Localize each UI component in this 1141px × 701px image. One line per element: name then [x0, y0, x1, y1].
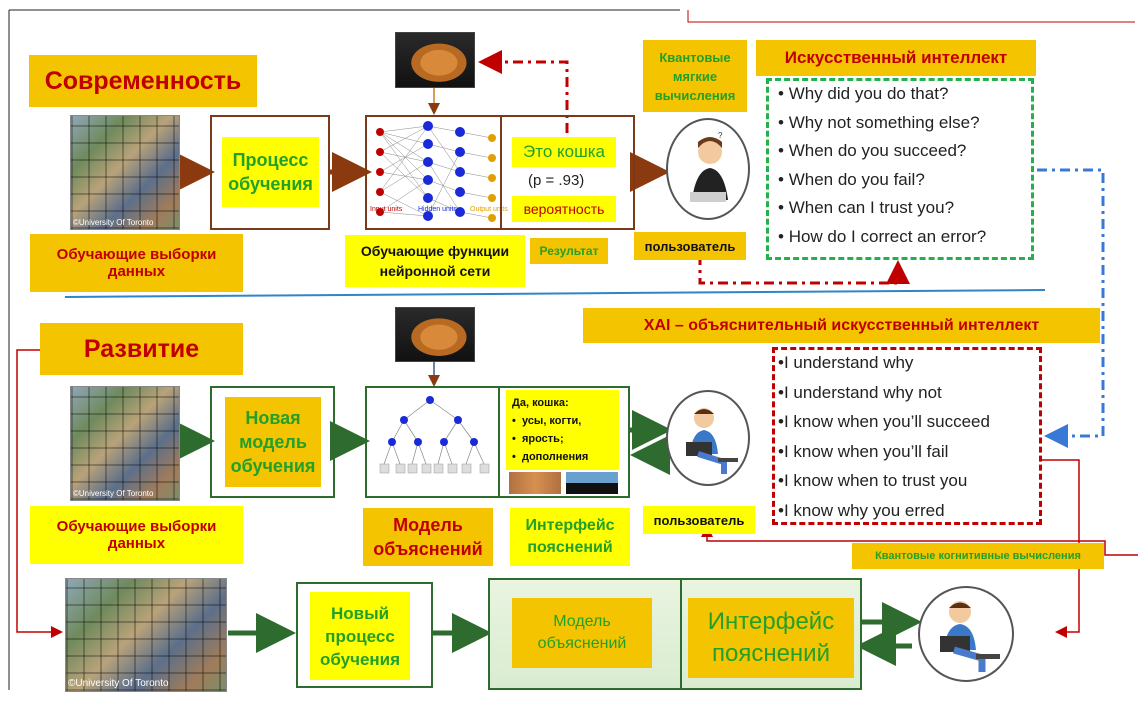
training-data-label-top: Обучающие выборки данных: [30, 234, 243, 292]
xai-title: XAI – объяснительный искусственный интел…: [583, 308, 1100, 343]
answer-item: •I know when you’ll succeed: [778, 412, 990, 431]
quantum-cognitive-label: Квантовые когнитивные вычисления: [852, 543, 1104, 569]
decision-tree-diagram: [379, 396, 490, 474]
hidden-nodes: [423, 121, 465, 221]
user-label-middle: пользователь: [643, 506, 755, 534]
output-nodes: [488, 134, 496, 222]
probability-value: (p = .93): [528, 172, 585, 189]
new-model-box: [210, 386, 335, 498]
explanation-divider: [498, 386, 500, 498]
neural-network-diagram: [376, 121, 496, 222]
cat-answer-title: Да, кошка:: [512, 397, 569, 409]
cat-image-middle: [395, 307, 475, 362]
answers-list: •I understand why •I understand why not …: [778, 348, 990, 525]
user-avatar-bottom: [918, 586, 1014, 682]
question-item: • How do I correct an error?: [778, 226, 987, 246]
training-data-label-middle: Обучающие выборки данных: [30, 506, 243, 564]
user-avatar-middle: [666, 390, 750, 486]
training-images-top: ©University Of Toronto: [70, 115, 180, 230]
result-label: Результат: [530, 238, 608, 264]
photo-caption: ©University Of Toronto: [73, 218, 154, 227]
quantum-soft-label: Квантовые мягкие вычисления: [643, 40, 747, 112]
title-modernity: Современность: [29, 55, 257, 107]
cat-answer-item: • дополнения: [512, 451, 589, 463]
new-process-label: Новый процесс обучения: [310, 592, 410, 680]
photo-caption: ©University Of Toronto: [68, 678, 169, 689]
input-nodes: [376, 128, 384, 216]
answer-item: •I know when to trust you: [778, 471, 968, 490]
photo-caption: ©University Of Toronto: [73, 489, 154, 498]
title-development: Развитие: [40, 323, 243, 375]
explanation-model-label: Модель объяснений: [363, 508, 493, 566]
result-divider: [500, 115, 502, 230]
question-item: • When do you fail?: [778, 169, 925, 189]
cat-answer-item: • усы, когти,: [512, 415, 582, 427]
explanation-interface-label: Интерфейс пояснений: [510, 508, 630, 566]
nn-legend-output: Output units: [470, 206, 508, 213]
learning-process-box: [210, 115, 330, 230]
question-item: • Why did you do that?: [778, 84, 949, 103]
cat-ears-image: [566, 472, 618, 494]
ai-title: Искусственный интеллект: [756, 40, 1036, 76]
training-images-bottom: ©University Of Toronto: [65, 578, 227, 692]
bottom-explanation-interface-label: Интерфейс пояснений: [688, 598, 854, 678]
learning-process-label: Процесс обучения: [222, 137, 319, 207]
questions-list: • Why did you do that? • Why not somethi…: [778, 80, 986, 251]
nn-legend-hidden: Hidden units: [418, 206, 457, 213]
nn-functions-label: Обучающие функции нейронной сети: [345, 235, 525, 287]
probability-label: вероятность: [512, 196, 616, 222]
confused-user-avatar: ?: [666, 118, 750, 220]
cat-image-top: [395, 32, 475, 88]
question-item: • When do you succeed?: [778, 141, 967, 160]
cat-answer-item: • ярость;: [512, 433, 564, 445]
bottom-explanation-divider: [680, 578, 682, 690]
answer-item: •I know when you’ll fail: [778, 441, 949, 461]
questions-box: [766, 78, 1034, 260]
cat-answer-card: Да, кошка: • усы, когти, • ярость; • доп…: [506, 390, 619, 470]
answers-box: [772, 347, 1042, 525]
question-item: • Why not something else?: [778, 112, 980, 132]
explanation-model-box: [365, 386, 630, 498]
answer-item: •I understand why not: [778, 382, 942, 402]
answer-item: •I understand why: [778, 353, 914, 372]
user-label-top: пользователь: [634, 232, 746, 260]
new-model-label: Новая модель обучения: [225, 397, 321, 487]
training-images-middle: ©University Of Toronto: [70, 386, 180, 501]
svg-text:?: ?: [718, 131, 723, 140]
nn-legend-input: Input units: [370, 206, 403, 213]
question-item: • When can I trust you?: [778, 198, 955, 217]
answer-item: •I know why you erred: [778, 500, 945, 520]
new-process-box: [296, 582, 433, 688]
result-text: Это кошка: [512, 137, 616, 167]
cat-whiskers-image: [509, 472, 561, 494]
bottom-explanation-model-label: Модель объяснений: [512, 598, 652, 668]
